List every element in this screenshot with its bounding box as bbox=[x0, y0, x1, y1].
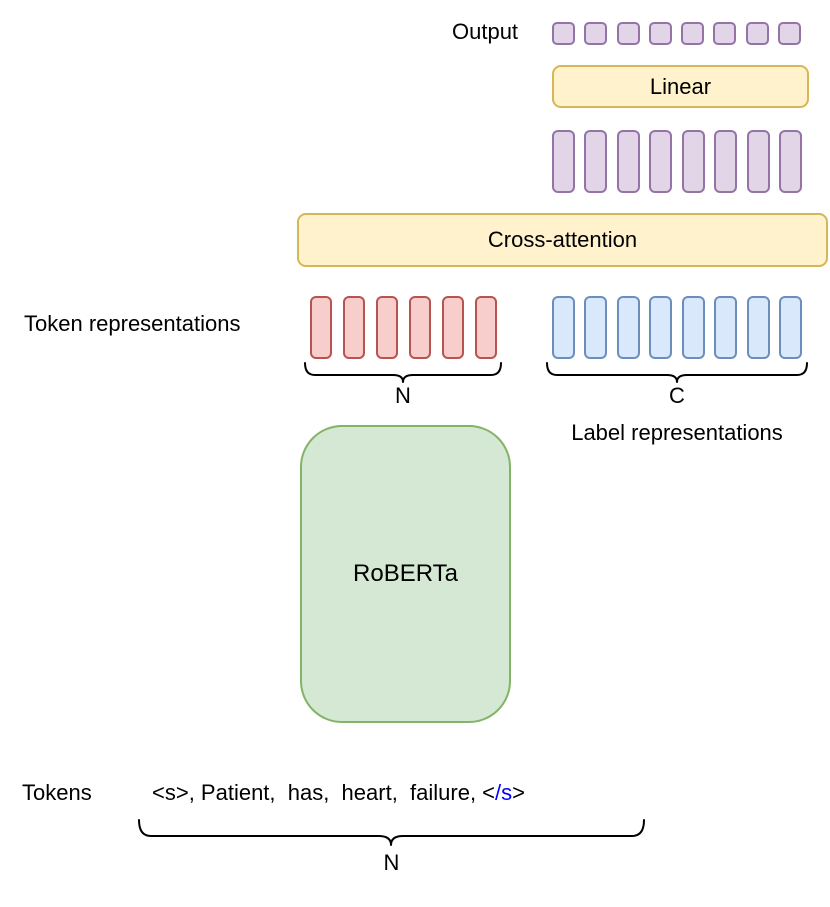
hidden-state-bar bbox=[746, 130, 770, 193]
hidden-state-bar bbox=[584, 130, 608, 193]
hidden-state-bars-row bbox=[552, 130, 802, 193]
token-representation-bar bbox=[475, 296, 497, 359]
hidden-state-bar bbox=[552, 130, 575, 193]
output-cell bbox=[616, 22, 640, 45]
label-representation-bar bbox=[714, 296, 738, 359]
token-sequence-text: <s>, Patient, has, heart, failure, < bbox=[152, 780, 496, 805]
token-representations-count-label: N bbox=[395, 383, 411, 408]
output-cell bbox=[552, 22, 575, 45]
token-representation-bar bbox=[343, 296, 365, 359]
hidden-state-bar bbox=[616, 130, 640, 193]
token-representation-bar bbox=[310, 296, 332, 359]
label-representation-bar bbox=[649, 296, 673, 359]
hidden-state-bar bbox=[681, 130, 705, 193]
output-cell bbox=[745, 22, 769, 45]
output-cell bbox=[777, 22, 801, 45]
output-label: Output bbox=[452, 19, 519, 44]
output-cell bbox=[584, 22, 608, 45]
token-representation-bar bbox=[409, 296, 431, 359]
hidden-state-bar bbox=[649, 130, 673, 193]
token-representation-bar bbox=[376, 296, 398, 359]
tokens-underbrace bbox=[138, 819, 645, 846]
token-sequence-close: > bbox=[512, 780, 526, 805]
output-cells-row bbox=[552, 22, 801, 45]
label-representations-label: Label representations bbox=[571, 420, 783, 445]
label-representation-bar bbox=[616, 296, 640, 359]
end-token-highlight: /s bbox=[495, 780, 513, 805]
linear-label: Linear bbox=[649, 73, 712, 99]
linear-box: Linear bbox=[552, 65, 809, 108]
roberta-box: RoBERTa bbox=[300, 425, 511, 723]
hidden-state-bar bbox=[778, 130, 802, 193]
cross-attention-label: Cross-attention bbox=[487, 227, 638, 252]
label-representation-bars-row bbox=[552, 296, 802, 359]
token-representations-label: Token representations bbox=[24, 311, 241, 336]
roberta-label: RoBERTa bbox=[353, 560, 458, 587]
output-cell bbox=[681, 22, 705, 45]
token-representations-underbrace bbox=[304, 362, 502, 383]
tokens-count-label: N bbox=[383, 850, 400, 875]
label-representation-bar bbox=[552, 296, 575, 359]
output-cell bbox=[713, 22, 737, 45]
token-representation-bars-row bbox=[310, 296, 497, 359]
label-representations-underbrace bbox=[546, 362, 808, 383]
cross-attention-box: Cross-attention bbox=[297, 213, 828, 267]
label-representation-bar bbox=[778, 296, 802, 359]
label-representation-bar bbox=[746, 296, 770, 359]
output-cell bbox=[648, 22, 672, 45]
hidden-state-bar bbox=[714, 130, 738, 193]
token-representation-bar bbox=[442, 296, 464, 359]
tokens-label: Tokens bbox=[22, 780, 92, 805]
label-representation-bar bbox=[584, 296, 608, 359]
token-sequence: <s>, Patient, has, heart, failure, </s> bbox=[152, 781, 525, 805]
label-representations-count-label: C bbox=[669, 383, 685, 408]
label-representation-bar bbox=[681, 296, 705, 359]
